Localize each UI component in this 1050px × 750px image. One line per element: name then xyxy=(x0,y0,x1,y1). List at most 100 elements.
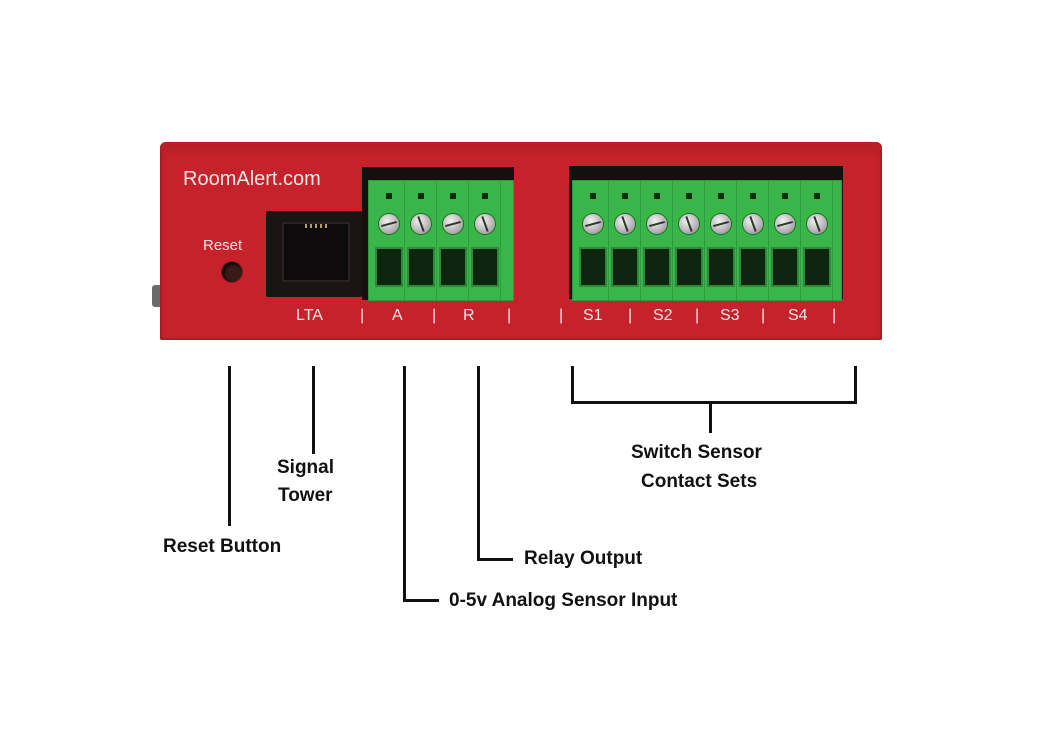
wire-entry-hole[interactable] xyxy=(407,247,435,287)
screw-slot xyxy=(713,220,729,228)
wire-entry-hole[interactable] xyxy=(643,247,671,287)
screw-slot xyxy=(813,216,821,232)
separator: | xyxy=(507,307,512,324)
screw-slot xyxy=(621,216,629,232)
terminal-screw-icon[interactable] xyxy=(475,214,495,234)
wire-entry-hole[interactable] xyxy=(579,247,607,287)
terminal-screw-icon[interactable] xyxy=(379,214,399,234)
device-top-rim xyxy=(160,142,882,150)
terminal-led-icon xyxy=(814,193,820,199)
terminal-cell xyxy=(469,181,501,300)
terminal-cell xyxy=(405,181,437,300)
screw-slot xyxy=(381,220,397,228)
switch-bracket-bar xyxy=(571,401,857,404)
terminal-screw-icon[interactable] xyxy=(411,214,431,234)
separator: | xyxy=(832,307,837,324)
terminal-led-icon xyxy=(750,193,756,199)
separator: | xyxy=(360,307,365,324)
analog-relay-terminal-block xyxy=(368,180,514,301)
wire-entry-hole[interactable] xyxy=(707,247,735,287)
screw-slot xyxy=(685,216,693,232)
terminal-cell xyxy=(577,181,609,300)
terminal-cell xyxy=(641,181,673,300)
terminal-screw-icon[interactable] xyxy=(775,214,795,234)
screw-slot xyxy=(445,220,461,228)
switch-bracket-stem xyxy=(709,401,712,433)
port-label-s3: S3 xyxy=(720,307,740,324)
terminal-screw-icon[interactable] xyxy=(615,214,635,234)
terminal-screw-icon[interactable] xyxy=(743,214,763,234)
screw-slot xyxy=(777,220,793,228)
callout-analog-input: 0-5v Analog Sensor Input xyxy=(449,590,678,611)
terminal-led-icon xyxy=(590,193,596,199)
analog-callout-line xyxy=(403,366,406,602)
screw-slot xyxy=(481,216,489,232)
separator: | xyxy=(761,307,766,324)
port-label-s1: S1 xyxy=(583,307,603,324)
port-label-s4: S4 xyxy=(788,307,808,324)
terminal-screw-icon[interactable] xyxy=(647,214,667,234)
terminal-cell xyxy=(737,181,769,300)
callout-relay-output: Relay Output xyxy=(524,548,643,569)
terminal-screw-icon[interactable] xyxy=(711,214,731,234)
wire-entry-hole[interactable] xyxy=(803,247,831,287)
terminal-led-icon xyxy=(718,193,724,199)
terminal-led-icon xyxy=(622,193,628,199)
separator: | xyxy=(559,307,564,324)
screw-slot xyxy=(585,220,601,228)
terminal-led-icon xyxy=(686,193,692,199)
wire-entry-hole[interactable] xyxy=(471,247,499,287)
relay-callout-line xyxy=(477,366,480,561)
terminal-led-icon xyxy=(386,193,392,199)
terminal-screw-icon[interactable] xyxy=(679,214,699,234)
wire-entry-hole[interactable] xyxy=(375,247,403,287)
wire-entry-hole[interactable] xyxy=(739,247,767,287)
terminal-cell xyxy=(609,181,641,300)
terminal-screw-icon[interactable] xyxy=(443,214,463,234)
terminal-cell xyxy=(673,181,705,300)
reset-label: Reset xyxy=(203,237,243,254)
terminal-cell xyxy=(705,181,737,300)
port-label-s2: S2 xyxy=(653,307,673,324)
port-label-r: R xyxy=(463,307,475,324)
terminal-led-icon xyxy=(450,193,456,199)
terminal-cell xyxy=(373,181,405,300)
signal-tower-callout-line xyxy=(312,366,315,454)
side-connector xyxy=(152,285,162,307)
lta-jack-pins xyxy=(305,224,329,228)
terminal-led-icon xyxy=(654,193,660,199)
wire-entry-hole[interactable] xyxy=(771,247,799,287)
separator: | xyxy=(432,307,437,324)
wire-entry-hole[interactable] xyxy=(611,247,639,287)
analog-callout-elbow xyxy=(403,599,439,602)
terminal-cell xyxy=(769,181,801,300)
screw-slot xyxy=(649,220,665,228)
terminal-cell xyxy=(437,181,469,300)
switch-terminal-block xyxy=(572,180,842,301)
terminal-screw-icon[interactable] xyxy=(583,214,603,234)
switch-bracket-right xyxy=(854,366,857,403)
callout-switch-line2: Contact Sets xyxy=(641,471,758,492)
separator: | xyxy=(695,307,700,324)
callout-switch-line1: Switch Sensor xyxy=(631,442,762,463)
switch-bracket-left xyxy=(571,366,574,403)
terminal-led-icon xyxy=(782,193,788,199)
screw-slot xyxy=(749,216,757,232)
wire-entry-hole[interactable] xyxy=(439,247,467,287)
relay-callout-elbow xyxy=(477,558,513,561)
reset-button[interactable] xyxy=(222,262,242,282)
callout-reset-button: Reset Button xyxy=(163,536,282,557)
terminal-screw-icon[interactable] xyxy=(807,214,827,234)
terminal-led-icon xyxy=(482,193,488,199)
screw-slot xyxy=(417,216,425,232)
port-label-a: A xyxy=(392,307,403,324)
wire-entry-hole[interactable] xyxy=(675,247,703,287)
callout-signal-tower-line1: Signal xyxy=(277,457,335,478)
lta-jack-opening xyxy=(282,222,350,282)
port-label-lta: LTA xyxy=(296,307,323,324)
terminal-cell xyxy=(801,181,833,300)
reset-callout-line xyxy=(228,366,231,526)
callout-signal-tower-line2: Tower xyxy=(278,485,333,506)
terminal-led-icon xyxy=(418,193,424,199)
brand-label: RoomAlert.com xyxy=(183,168,321,190)
